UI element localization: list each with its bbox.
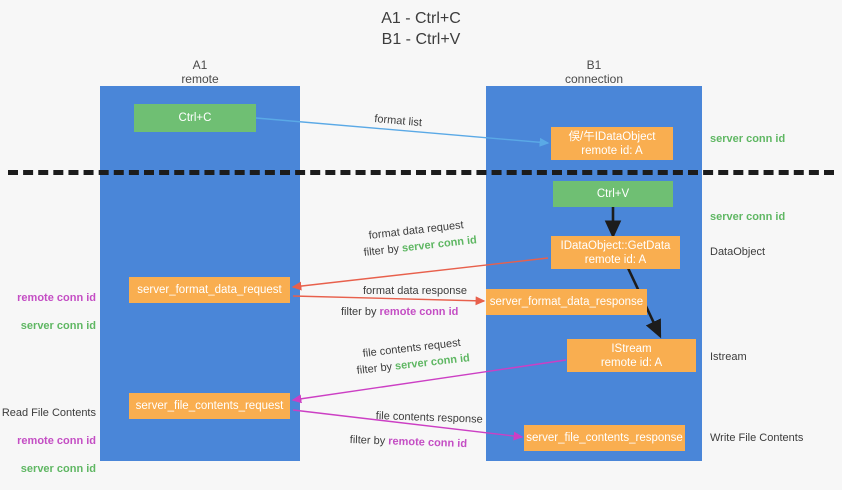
left-annotation-conn-ids: remote conn id server conn id <box>0 277 96 347</box>
column-header-a1: A1 remote <box>181 58 219 86</box>
box-ctrl-v[interactable]: Ctrl+V <box>553 181 673 207</box>
filter-prefix: filter by <box>363 242 403 259</box>
box-ctrl-c[interactable]: Ctrl+C <box>134 104 256 132</box>
filter-prefix: filter by <box>349 433 389 448</box>
filter-value-remote-conn-id: remote conn id <box>388 435 468 451</box>
left-server-conn-id-2: server conn id <box>20 463 96 475</box>
right-annotation-server-conn-id-1: server conn id <box>710 133 786 145</box>
box-server-format-data-request[interactable]: server_format_data_request <box>129 277 290 303</box>
right-annotation-dataobject: DataObject <box>710 246 766 258</box>
page-title: A1 - Ctrl+C B1 - Ctrl+V <box>381 10 461 48</box>
read-file-contents-heading: Read File Contents <box>1 407 96 419</box>
box-istream[interactable]: IStream remote id: A <box>567 339 696 372</box>
right-annotation-server-conn-id-2: server conn id <box>710 211 786 223</box>
box-server-file-contents-request[interactable]: server_file_contents_request <box>129 393 290 419</box>
box-server-file-contents-response[interactable]: server_file_contents_response <box>524 425 685 451</box>
box-idataobject[interactable]: 俁/午IDataObject remote id: A <box>551 127 673 160</box>
box-server-format-data-response[interactable]: server_format_data_response <box>486 289 647 315</box>
box-idataobject-getdata[interactable]: IDataObject::GetData remote id: A <box>551 236 680 269</box>
filter-prefix: filter by <box>341 306 380 318</box>
phase-divider <box>8 170 834 175</box>
column-header-b1: B1 connection <box>564 58 624 86</box>
edge-label-format-list: format list <box>373 112 423 130</box>
edge-label-file-contents-response: file contents response <box>375 409 483 426</box>
left-remote-conn-id: remote conn id <box>17 292 96 304</box>
edge-label-format-data-response-filter: filter by remote conn id <box>341 305 458 319</box>
right-annotation-write-file-contents: Write File Contents <box>710 432 804 444</box>
edge-label-format-data-response: format data response <box>363 285 467 297</box>
filter-value-remote-conn-id: remote conn id <box>379 306 459 318</box>
left-remote-conn-id-2: remote conn id <box>17 435 96 447</box>
left-annotation-read-file-contents: Read File Contents remote conn id server… <box>0 392 96 490</box>
filter-prefix: filter by <box>356 360 396 377</box>
edge-label-file-contents-response-filter: filter by remote conn id <box>350 433 468 451</box>
left-server-conn-id: server conn id <box>20 320 96 332</box>
right-annotation-istream: Istream <box>710 351 747 363</box>
